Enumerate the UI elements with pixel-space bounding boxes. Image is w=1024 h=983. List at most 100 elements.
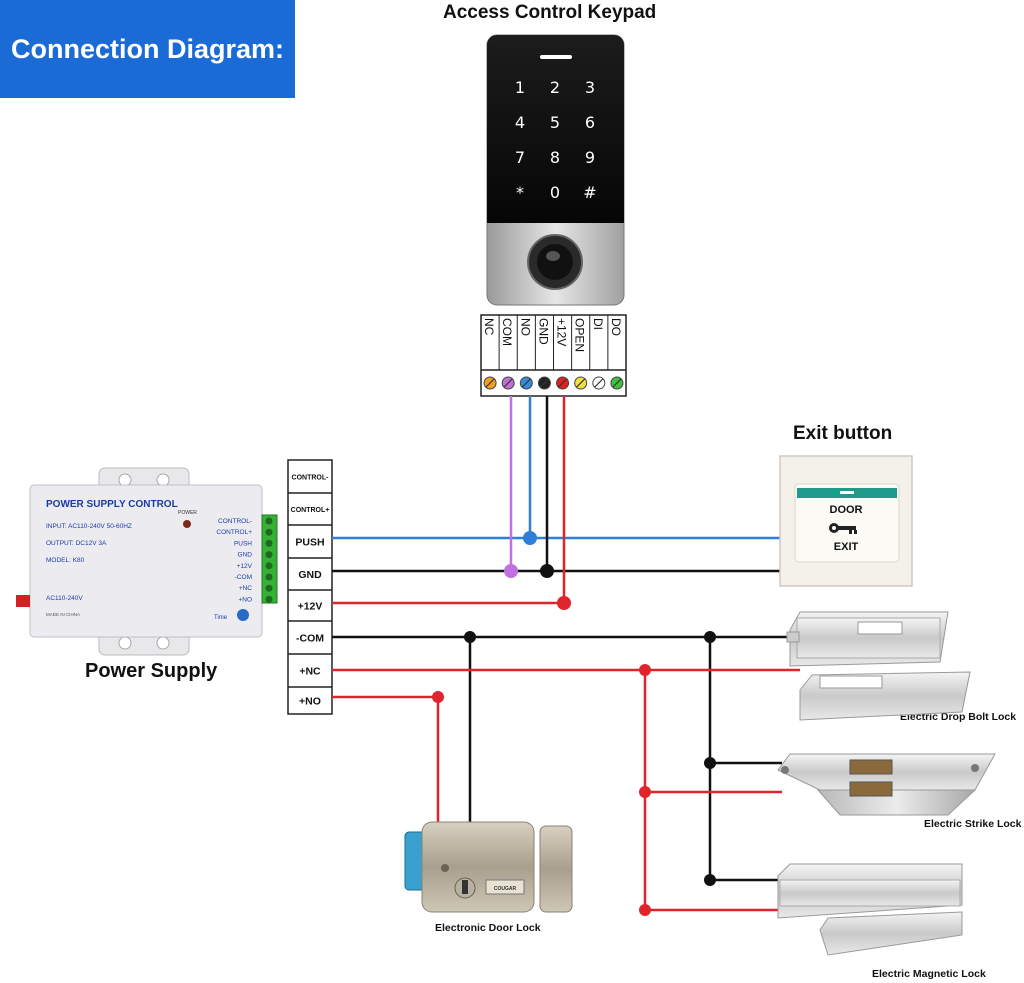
terminal-block-label: PUSH bbox=[295, 537, 324, 549]
screw-slot bbox=[576, 378, 586, 388]
keypad-key-hash: # bbox=[583, 183, 596, 202]
terminal-block-label: +NO bbox=[299, 696, 321, 708]
keypad-key-7: 7 bbox=[515, 148, 525, 167]
junction-com-2 bbox=[704, 631, 716, 643]
junction-com-purple bbox=[504, 564, 518, 578]
junction-12v bbox=[557, 596, 571, 610]
ps-side-label: +12V bbox=[237, 563, 253, 570]
keypad-terminal-strip: NC COM NO GND +12V OPEN DI DO bbox=[480, 314, 627, 397]
magnetic-lock-device bbox=[777, 863, 963, 956]
ps-terminal-screw bbox=[265, 528, 273, 536]
keypad-terminal-label: +12V bbox=[555, 318, 569, 346]
ps-terminal-screw bbox=[265, 551, 273, 559]
junction-com-3 bbox=[704, 757, 716, 769]
ps-side-label: GND bbox=[238, 552, 253, 559]
ps-terminal-screw bbox=[265, 517, 273, 525]
screw-slot bbox=[558, 378, 567, 388]
key-icon bbox=[829, 523, 857, 534]
wire-com-trunk bbox=[708, 637, 782, 882]
ps-side-label: +NO bbox=[238, 596, 252, 603]
exit-button-label: Exit button bbox=[793, 423, 893, 444]
screw-slot bbox=[521, 378, 531, 388]
ps-side-label: +NC bbox=[239, 585, 252, 592]
strike-label: Electric Strike Lock bbox=[924, 818, 1022, 830]
keypad-key-9: 9 bbox=[585, 148, 595, 167]
door-lock-label: Electronic Door Lock bbox=[435, 922, 541, 934]
keypad-title: Access Control Keypad bbox=[443, 2, 657, 23]
junction-no bbox=[432, 691, 444, 703]
exit-plate-bottom: EXIT bbox=[834, 541, 859, 553]
keypad-terminal-label: GND bbox=[536, 318, 550, 345]
exit-button-device bbox=[779, 455, 913, 587]
strike-lock-device bbox=[777, 753, 996, 816]
keypad-terminal-label: NO bbox=[518, 318, 532, 336]
magnetic-label: Electric Magnetic Lock bbox=[872, 968, 986, 980]
terminal-block-label: +12V bbox=[298, 601, 323, 613]
header-title: Connection Diagram: bbox=[10, 33, 285, 64]
keypad-key-8: 8 bbox=[550, 148, 560, 167]
wire-junctions bbox=[432, 531, 716, 916]
junction-push bbox=[523, 531, 537, 545]
screw-slot bbox=[612, 378, 622, 388]
door-lock-brand: COUGAR bbox=[494, 886, 517, 892]
ps-ac: AC110-240V bbox=[46, 595, 83, 602]
keypad-key-1: 1 bbox=[515, 78, 525, 97]
keypad-key-5: 5 bbox=[550, 113, 560, 132]
power-supply-device bbox=[16, 467, 278, 656]
keypad-key-0: 0 bbox=[550, 183, 560, 202]
terminal-block-label: CONTROL+ bbox=[291, 507, 330, 514]
screw-slot bbox=[485, 378, 495, 388]
junction-nc-1 bbox=[639, 664, 651, 676]
ps-terminal-screw bbox=[265, 539, 273, 547]
terminal-block-label: CONTROL- bbox=[292, 475, 330, 482]
junction-gnd bbox=[540, 564, 554, 578]
ps-output: OUTPUT: DC12V 3A bbox=[46, 540, 107, 547]
terminal-block-label: GND bbox=[298, 569, 322, 581]
power-led-icon bbox=[183, 520, 191, 528]
ps-side-label: PUSH bbox=[234, 540, 252, 547]
ps-made-in: MADE IN CHINA bbox=[46, 612, 80, 617]
ps-terminal-screw bbox=[265, 595, 273, 603]
ps-terminal-screw bbox=[265, 562, 273, 570]
keypad-terminal-label: DI bbox=[591, 318, 605, 330]
keypad-device: 1 2 3 4 5 6 7 8 9 * 0 # bbox=[486, 34, 625, 306]
ps-side-label: CONTROL+ bbox=[216, 529, 252, 536]
keypad-terminal-label: NC bbox=[482, 318, 496, 336]
junction-com-1 bbox=[464, 631, 476, 643]
ps-model: MODEL: K80 bbox=[46, 557, 85, 564]
junction-com-4 bbox=[704, 874, 716, 886]
keypad-key-3: 3 bbox=[585, 78, 595, 97]
drop-bolt-lock-device bbox=[786, 611, 971, 721]
keypad-terminal-label: DO bbox=[609, 318, 623, 336]
header-banner: Connection Diagram: bbox=[0, 0, 295, 98]
wire-nc-trunk bbox=[643, 670, 782, 912]
ps-power-led-label: POWER bbox=[178, 510, 197, 516]
terminal-block-label: -COM bbox=[296, 633, 324, 645]
junction-nc-2 bbox=[639, 786, 651, 798]
screw-slot bbox=[503, 378, 513, 388]
ps-side-label: CONTROL- bbox=[218, 518, 252, 525]
ps-time: Time bbox=[214, 615, 228, 621]
junction-nc-3 bbox=[639, 904, 651, 916]
keypad-key-6: 6 bbox=[585, 113, 595, 132]
wires bbox=[332, 396, 800, 912]
keypad-terminal-label: OPEN bbox=[573, 318, 587, 352]
screw-slot bbox=[594, 378, 604, 388]
keypad-key-2: 2 bbox=[550, 78, 560, 97]
keypad-terminal-label: COM bbox=[500, 318, 514, 346]
ps-terminal-screw bbox=[265, 573, 273, 581]
wire-no-red bbox=[332, 695, 440, 830]
ps-input: INPUT: AC110-240V 50-60HZ bbox=[46, 523, 132, 530]
keypad-key-star: * bbox=[516, 183, 524, 202]
ps-device-title: POWER SUPPLY CONTROL bbox=[46, 499, 178, 510]
timer-knob-icon bbox=[237, 609, 249, 621]
ps-side-label: -COM bbox=[235, 574, 252, 581]
keypad-key-4: 4 bbox=[515, 113, 525, 132]
exit-plate-top: DOOR bbox=[830, 504, 863, 516]
screw-slot bbox=[540, 378, 549, 388]
electronic-door-lock-device bbox=[404, 821, 573, 913]
power-supply-label: Power Supply bbox=[85, 660, 218, 682]
cable-gland-icon bbox=[16, 595, 30, 607]
